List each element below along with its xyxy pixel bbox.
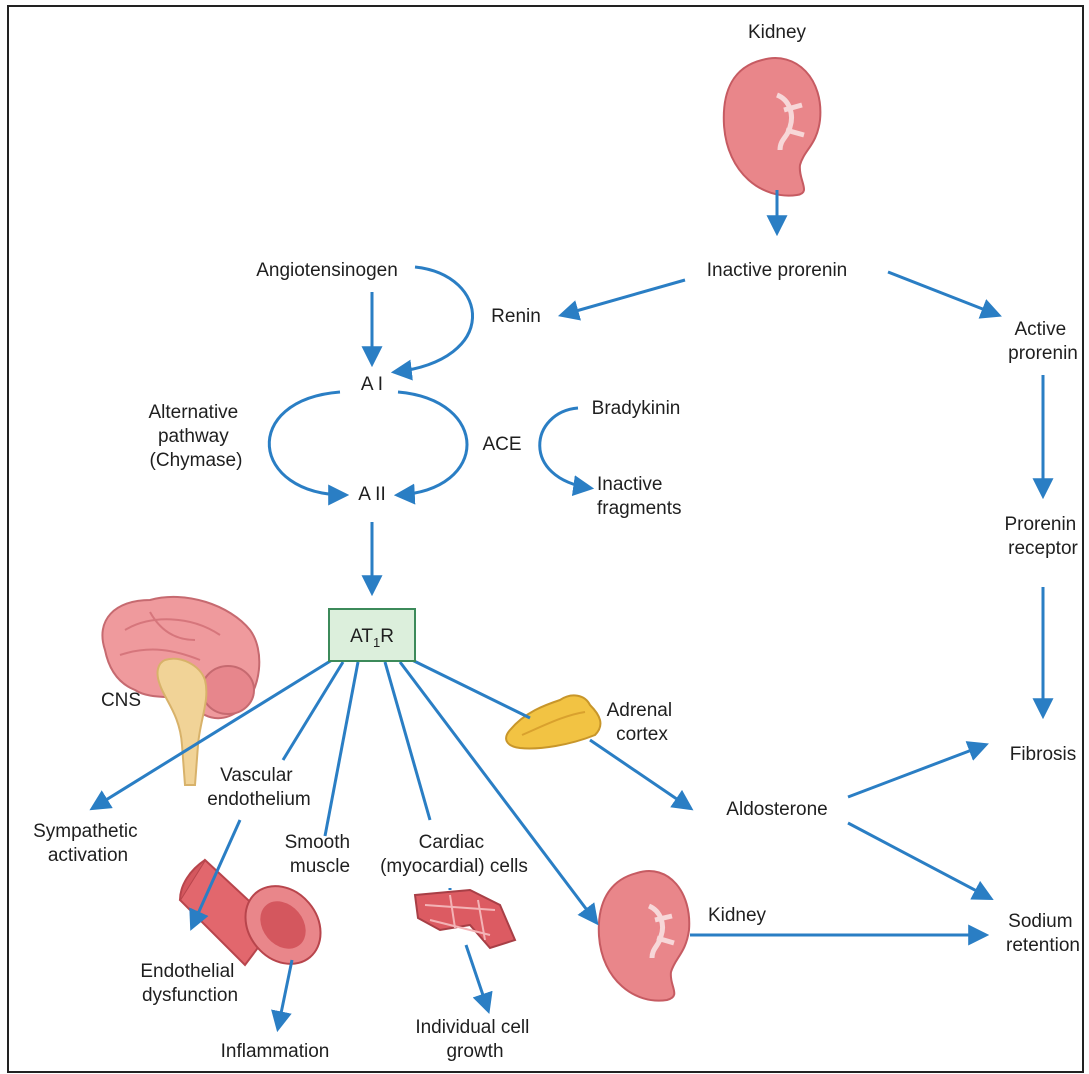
at1r-label: AT1R <box>350 626 394 650</box>
kidney-icon <box>597 870 691 1002</box>
pathway-arrows <box>89 190 1054 1033</box>
prorenin-receptor-label: Prorenin receptor <box>1004 514 1081 559</box>
sympathetic-activation-label: Sympathetic activation <box>33 821 143 866</box>
at1r-box: AT1R <box>328 608 416 662</box>
cardiac-cells-icon <box>413 888 517 950</box>
arrow-to-sympathetic <box>89 658 333 811</box>
angiotensinogen-label: Angiotensinogen <box>256 260 398 281</box>
a1-label: A I <box>361 374 383 395</box>
renin-label: Renin <box>491 306 541 327</box>
arrow-aldosterone-to-fibrosis <box>847 741 989 799</box>
blood-vessel-icon <box>178 858 322 967</box>
kidney-icon <box>722 57 822 197</box>
arrow-to-smooth-muscle <box>323 661 360 837</box>
cardiac-cells-label: Cardiac (myocardial) cells <box>380 832 528 877</box>
arrow-ace-curve <box>393 390 469 505</box>
arrow-to-inflammation <box>271 959 294 1033</box>
arrow-prorenin-to-active <box>887 270 1002 319</box>
individual-cell-growth-label: Individual cell growth <box>415 1017 534 1062</box>
inflammation-label: Inflammation <box>221 1041 330 1062</box>
adrenal-gland-icon <box>505 694 602 750</box>
a2-label: A II <box>358 484 385 505</box>
arrow-renin-curve <box>390 265 474 381</box>
vascular-endothelium-label: Vascular endothelium <box>207 765 311 810</box>
brain-icon <box>101 595 261 786</box>
arrow-adrenal-to-aldosterone <box>589 738 694 811</box>
arrow-to-adrenal <box>411 658 531 720</box>
alternative-pathway-label: Alternative pathway (Chymase) <box>148 402 243 471</box>
active-prorenin-label: Active prorenin <box>1008 319 1078 364</box>
endothelial-dysfunction-label: Endothelial dysfunction <box>140 961 239 1006</box>
smooth-muscle-label: Smooth muscle <box>285 832 356 877</box>
arrow-to-kidney <box>398 661 599 926</box>
inactive-prorenin-label: Inactive prorenin <box>707 260 847 281</box>
aldosterone-label: Aldosterone <box>726 799 827 820</box>
cns-label: CNS <box>101 690 141 711</box>
arrow-bradykinin-curve <box>538 406 595 497</box>
fibrosis-label: Fibrosis <box>1010 744 1077 765</box>
kidney-bottom-label: Kidney <box>708 905 767 926</box>
arrow-to-cardiac <box>383 661 432 821</box>
arrow-prorenin-to-renin <box>557 278 686 321</box>
arrow-to-endothelial-dysfunction <box>189 819 242 931</box>
ace-label: ACE <box>482 434 521 455</box>
adrenal-cortex-label: Adrenal cortex <box>607 700 678 745</box>
kidney-top-label: Kidney <box>748 22 807 43</box>
inactive-fragments-label: Inactive fragments <box>597 474 681 519</box>
bradykinin-label: Bradykinin <box>592 398 681 419</box>
arrow-to-vascular <box>281 661 345 761</box>
arrow-to-cell-growth <box>448 888 488 1010</box>
diagram-frame <box>7 5 1084 1073</box>
arrow-aldosterone-to-sodium <box>847 821 994 900</box>
arrow-chymase-curve <box>267 390 350 506</box>
sodium-retention-label: Sodium retention <box>1006 911 1080 956</box>
